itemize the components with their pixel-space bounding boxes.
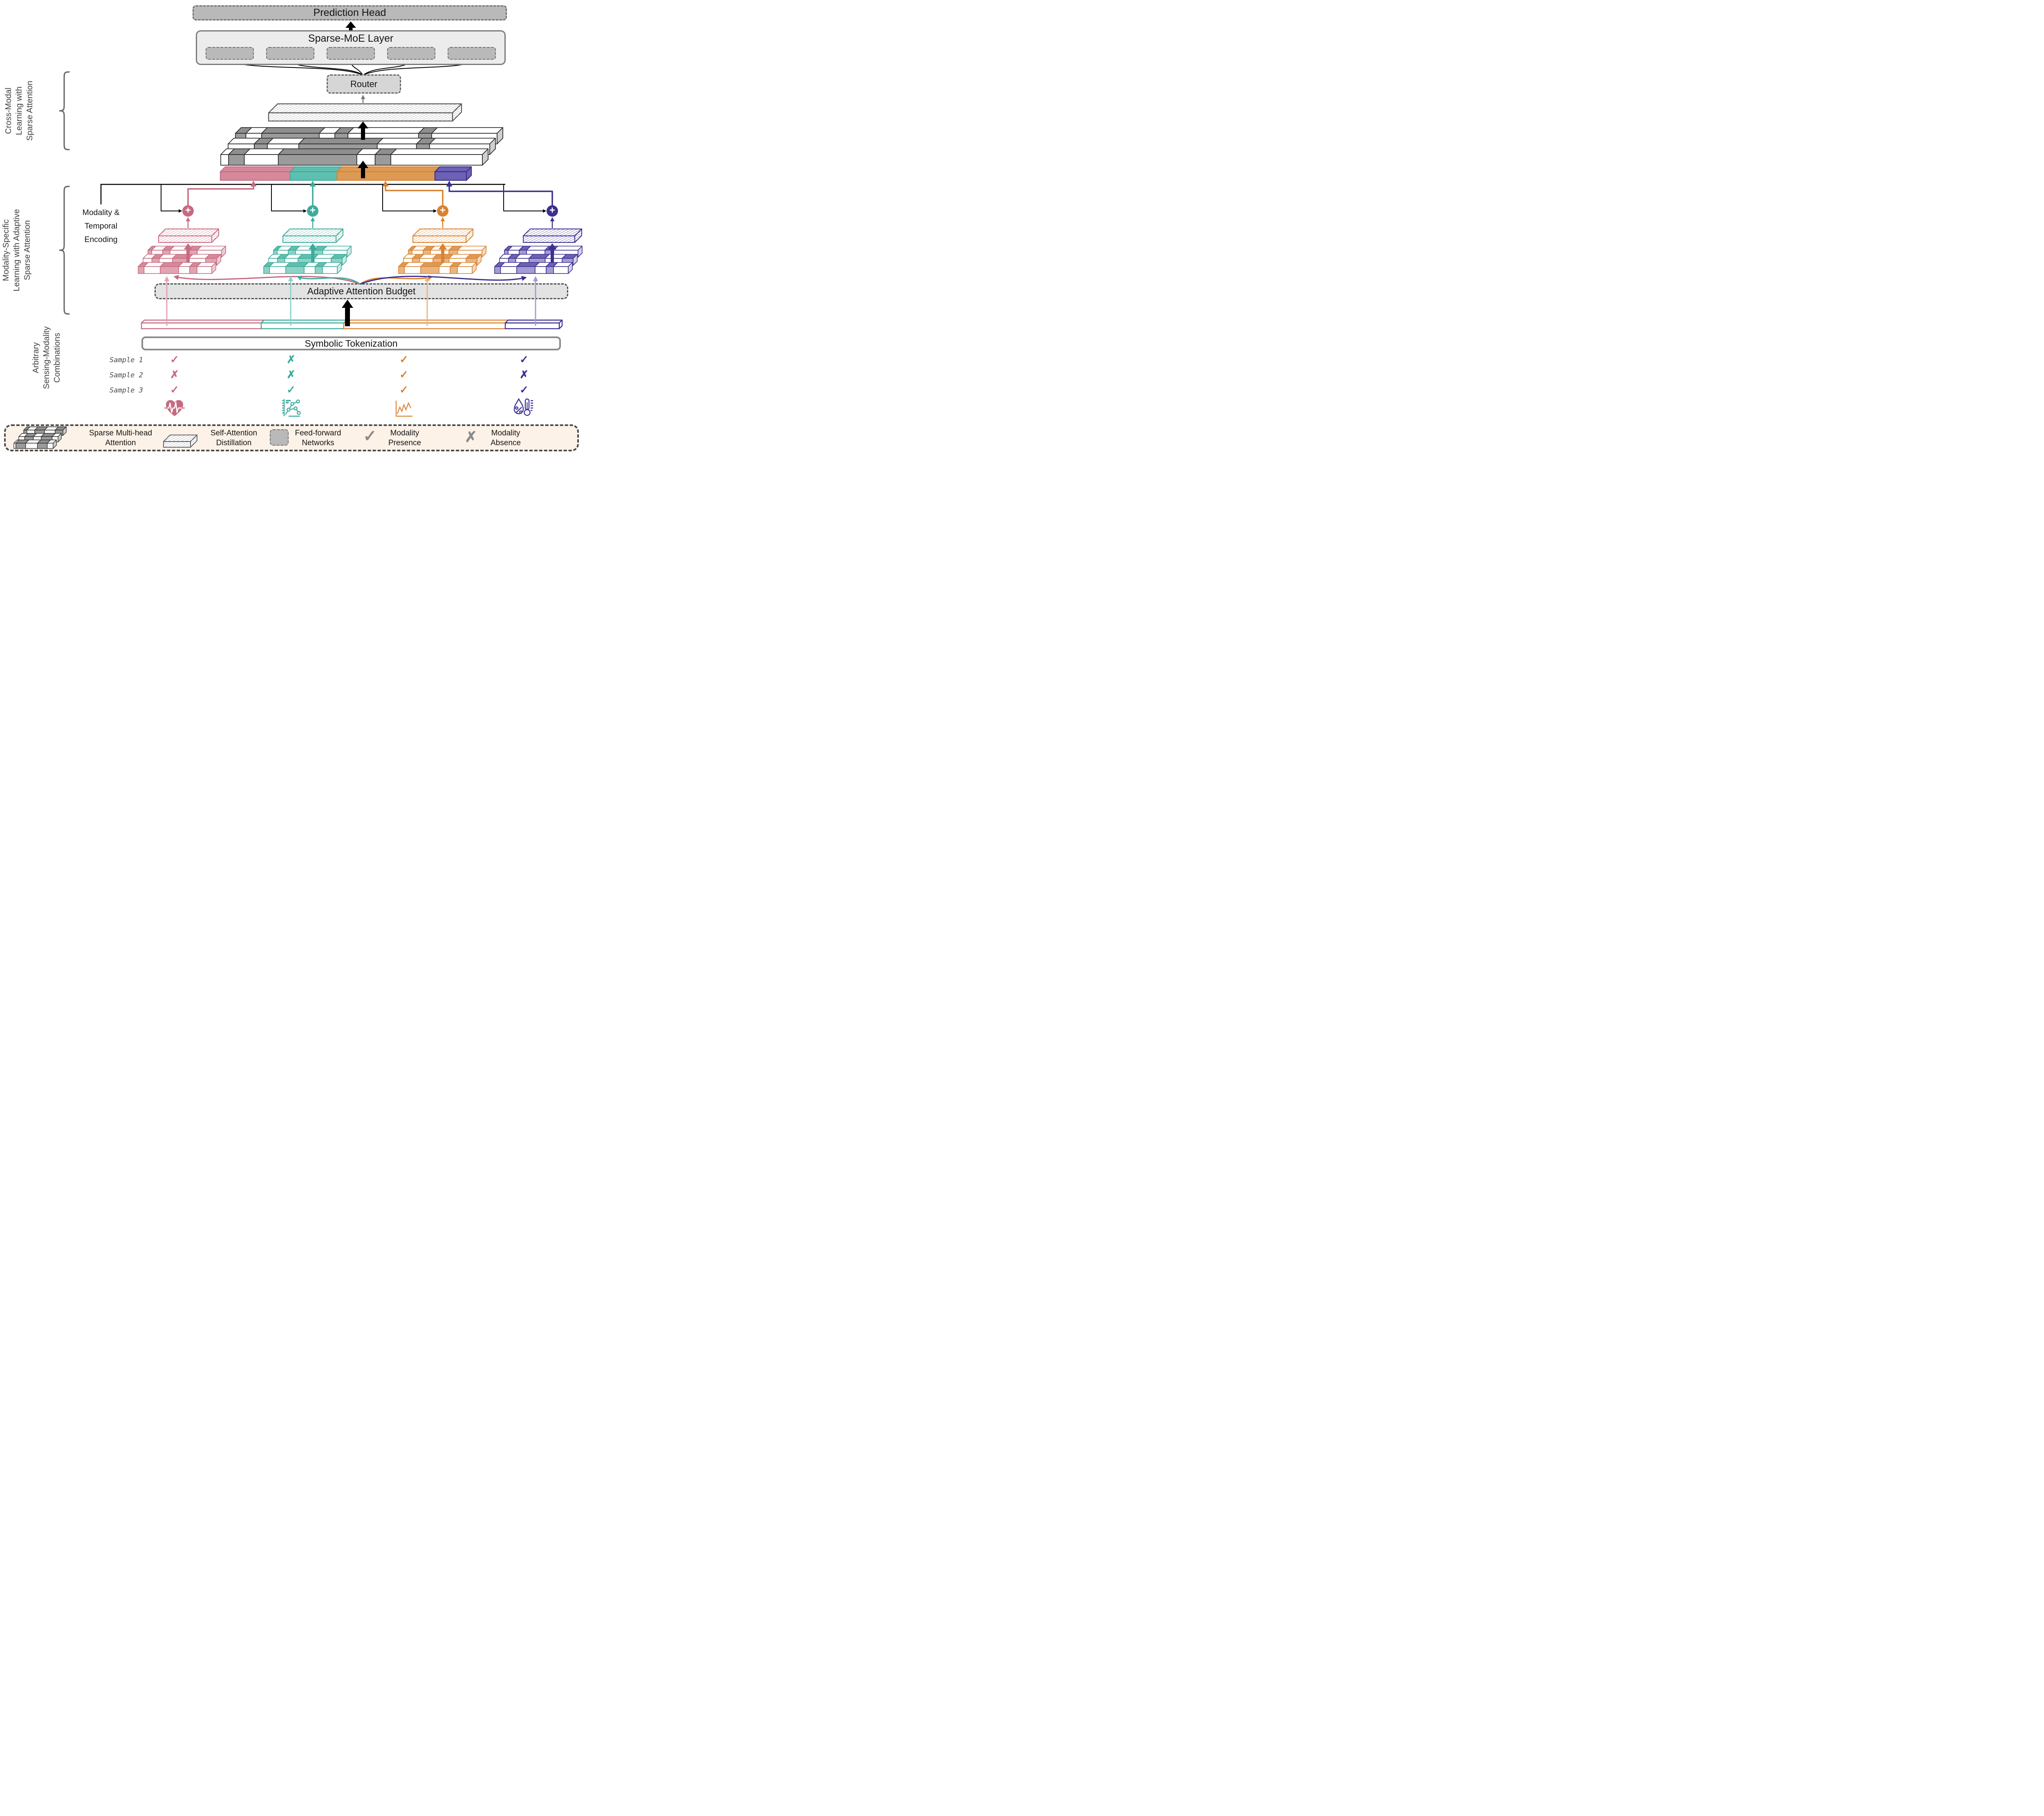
plus-node-teal bbox=[307, 205, 318, 217]
generated-shapes bbox=[13, 103, 583, 449]
presence-mark: ✓ bbox=[170, 353, 179, 365]
plus-node-pink bbox=[182, 205, 194, 217]
brace-modality-specific bbox=[59, 186, 70, 315]
side-label-modality-specific: Modality-Specific Learning with Adaptive… bbox=[2, 209, 32, 291]
residual-elbows bbox=[187, 180, 553, 205]
plus-node-orange bbox=[437, 205, 448, 217]
sparse-moe-label: Sparse-MoE Layer bbox=[308, 33, 394, 44]
arrow-concatbar-to-bars bbox=[358, 161, 368, 178]
distillation-slab-teal bbox=[282, 229, 343, 243]
symbolic-tokenization-label: Symbolic Tokenization bbox=[305, 338, 398, 349]
presence-mark: ✓ bbox=[399, 383, 408, 396]
legend-item-ffn: Feed-forward Networks bbox=[295, 429, 341, 447]
expert-box-5 bbox=[448, 47, 496, 60]
expert-box-4 bbox=[387, 47, 435, 60]
main-flow-arrows bbox=[342, 21, 368, 326]
expert-box-2 bbox=[266, 47, 314, 60]
distillation-slab-gray bbox=[268, 103, 462, 122]
arrow-bars-to-slab bbox=[358, 121, 368, 140]
line-chart-icon bbox=[395, 401, 412, 417]
heart-ecg-icon bbox=[164, 400, 185, 416]
architecture-diagram: Prediction Head Sparse-MoE Layer Router … bbox=[0, 0, 583, 454]
legend-distillation-slab bbox=[163, 435, 197, 448]
side-label-cross-modal: Cross-Modal Learning with Sparse Attenti… bbox=[4, 81, 34, 141]
modality-blocks-pink-bottom bbox=[138, 262, 216, 274]
feed-forward-icon bbox=[270, 429, 289, 446]
concatenated-modality-bar bbox=[220, 166, 472, 181]
budget-label: Adaptive Attention Budget bbox=[307, 286, 416, 296]
sparse-attention-bar-bottom bbox=[220, 148, 489, 166]
sample-row-label: Sample 2 bbox=[110, 371, 143, 379]
legend-item-absence: Modality Absence bbox=[491, 429, 521, 447]
modality-presence-icon: ✓ bbox=[363, 427, 377, 445]
presence-mark: ✓ bbox=[399, 353, 408, 365]
legend-item-distillation: Self-Attention Distillation bbox=[210, 429, 258, 447]
legend-item-sparse-attention: Sparse Multi-head Attention bbox=[89, 429, 152, 447]
token-outline-bars bbox=[141, 319, 563, 330]
presence-mark: ✗ bbox=[170, 368, 179, 381]
presence-mark: ✗ bbox=[520, 368, 529, 381]
distillation-slab-orange bbox=[412, 229, 473, 243]
presence-mark: ✓ bbox=[399, 368, 408, 381]
presence-mark: ✗ bbox=[287, 353, 296, 365]
arrow-tokens-to-budget bbox=[342, 300, 353, 326]
modality-blocks-teal-bottom bbox=[263, 262, 342, 274]
presence-mark: ✓ bbox=[520, 383, 529, 396]
expert-box-3 bbox=[327, 47, 375, 60]
symbolic-tokenization-box: Symbolic Tokenization bbox=[141, 336, 561, 350]
humidity-temperature-icon bbox=[513, 398, 533, 416]
arrow-moe-to-prediction bbox=[345, 21, 356, 31]
prediction-head-label: Prediction Head bbox=[313, 7, 386, 18]
distillation-slab-purple bbox=[523, 229, 582, 243]
presence-mark: ✓ bbox=[287, 383, 296, 396]
expert-box-1 bbox=[206, 47, 254, 60]
legend-sparse-bar-top bbox=[23, 426, 67, 436]
slab-to-plus-arrows bbox=[186, 217, 555, 228]
prediction-head-box: Prediction Head bbox=[193, 5, 507, 20]
side-label-arbitrary-modality: Arbitrary Sensing-Modality Combinations bbox=[31, 326, 62, 389]
distillation-slab-pink bbox=[158, 229, 219, 243]
section-braces bbox=[59, 71, 70, 315]
scatter-chart-icon bbox=[282, 399, 301, 417]
presence-mark: ✓ bbox=[170, 383, 179, 396]
router-label: Router bbox=[350, 78, 378, 89]
presence-mark: ✓ bbox=[520, 353, 529, 365]
sample-row-label: Sample 3 bbox=[110, 386, 143, 395]
router-box: Router bbox=[327, 74, 401, 94]
legend-panel bbox=[4, 424, 579, 451]
blocks-to-slab-arrows bbox=[184, 243, 556, 262]
brace-cross-modal bbox=[59, 71, 70, 150]
budget-fan-curves bbox=[173, 275, 527, 285]
legend-item-presence: Modality Presence bbox=[388, 429, 421, 447]
sample-row-label: Sample 1 bbox=[110, 356, 143, 364]
encoding-bus bbox=[100, 184, 547, 213]
modality-blocks-purple-bottom bbox=[494, 262, 573, 274]
modality-temporal-encoding-label: Modality & Temporal Encoding bbox=[82, 208, 120, 244]
presence-mark: ✗ bbox=[287, 368, 296, 381]
plus-node-purple bbox=[547, 205, 558, 217]
legend-sparse-bar-bottom bbox=[13, 439, 57, 449]
token-to-blocks-arrows bbox=[164, 276, 538, 326]
modality-absence-icon: ✗ bbox=[464, 428, 477, 445]
diagram-graphics bbox=[13, 21, 583, 449]
modality-blocks-orange-bottom bbox=[398, 262, 477, 274]
